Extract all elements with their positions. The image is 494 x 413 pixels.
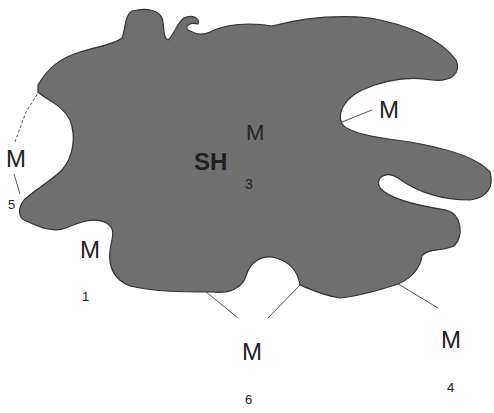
metal-label: M [379,98,399,122]
particle-shape [20,9,492,298]
particle-outline [0,0,494,310]
leader-line [268,285,300,318]
formula-subscript: 3 [245,177,253,191]
callout-number: 4 [447,381,454,394]
leader-line [342,110,372,122]
metal-label: M [242,340,262,364]
callout-number: 1 [82,290,89,303]
callout-number: 6 [245,393,252,406]
formula-superscript: M [246,122,264,144]
metal-label: M [80,238,100,262]
leader-line [395,282,438,308]
leader-line [205,291,238,318]
formula-text: SH [194,150,227,174]
leader-line [15,90,40,142]
particle-blob: SH M 3 [0,0,494,310]
callout-number: 5 [8,198,15,211]
leader-line [14,174,20,194]
metal-label: M [6,147,26,171]
metal-label: M [441,328,461,352]
